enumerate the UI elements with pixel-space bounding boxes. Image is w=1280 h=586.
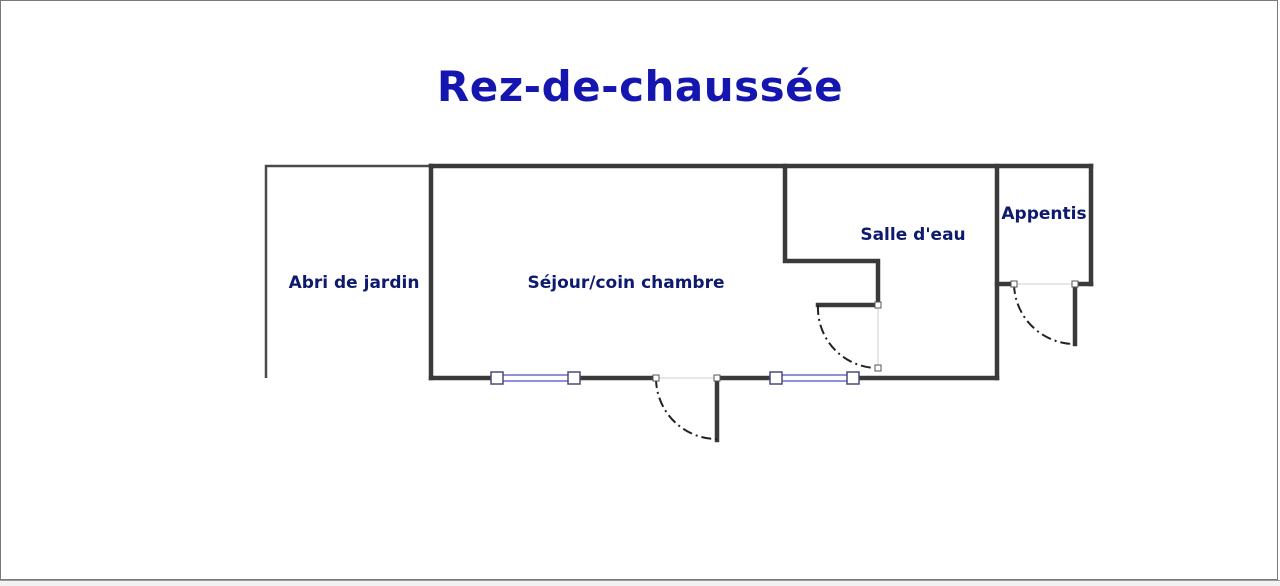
room-label-lean-to: Appentis xyxy=(1001,204,1086,224)
door-entrance xyxy=(652,374,721,440)
window-left xyxy=(490,371,581,385)
room-label-shower-room: Salle d'eau xyxy=(860,225,965,245)
wall-shower-partition xyxy=(782,163,881,308)
door-shower xyxy=(816,301,882,372)
door-leanto xyxy=(1010,280,1079,345)
bottom-rule xyxy=(0,580,1280,586)
walls xyxy=(428,163,1094,443)
room-label-living-bedroom: Séjour/coin chambre xyxy=(527,273,724,293)
window-right xyxy=(769,371,860,385)
room-label-garden-shed: Abri de jardin xyxy=(289,273,420,293)
plan-title: Rez-de-chaussée xyxy=(436,62,844,111)
garden-shed-walls xyxy=(264,164,431,378)
